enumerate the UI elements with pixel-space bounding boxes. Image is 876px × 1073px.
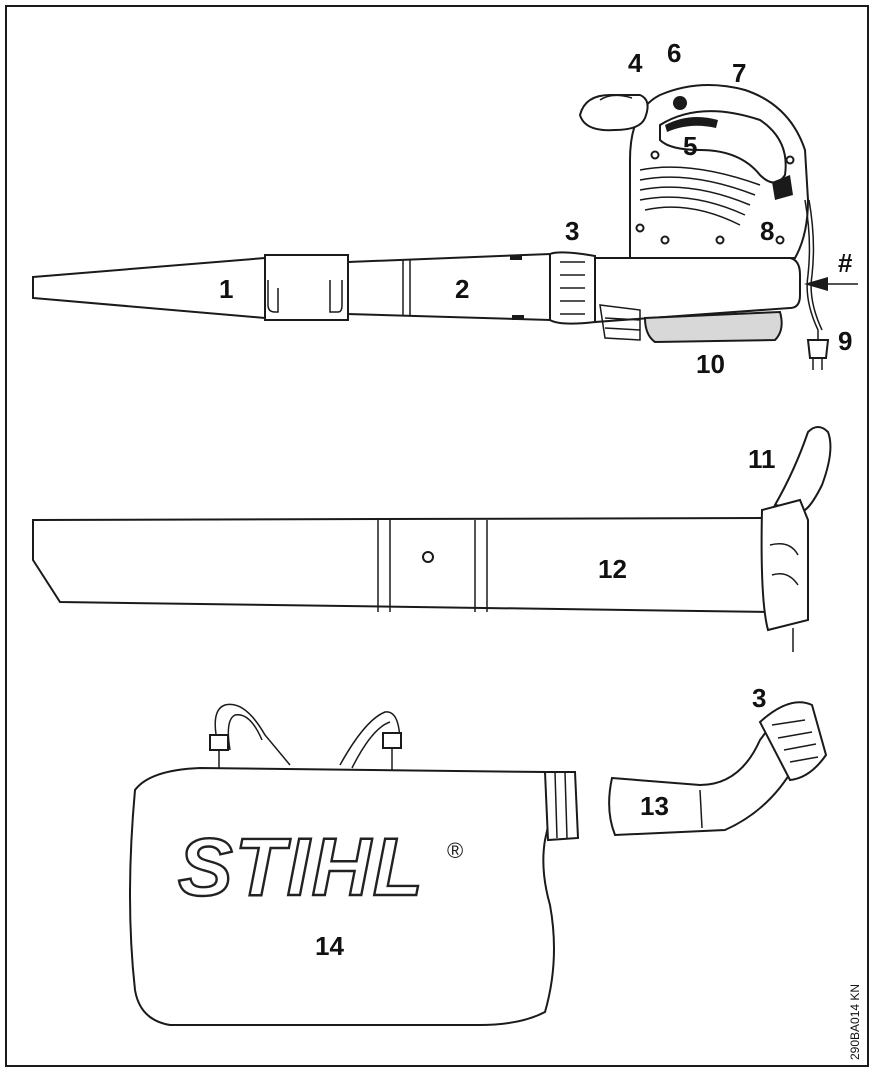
elbow-assembly (608, 701, 828, 837)
label-1: 1 (219, 274, 233, 304)
suction-tube (32, 516, 771, 614)
speed-switch (665, 116, 718, 132)
label-8: 8 (760, 216, 774, 246)
elbow (608, 718, 797, 837)
intake-cover (643, 310, 783, 344)
tube-clip (264, 254, 349, 321)
label-3: 3 (565, 216, 579, 246)
figure-frame (5, 5, 869, 1067)
suction-tube-assembly (32, 426, 832, 652)
label-hash: # (838, 248, 853, 278)
label-11: 11 (748, 444, 776, 474)
power-cable (804, 199, 819, 348)
figure-code: 290BA014 KN (848, 984, 862, 1060)
label-4: 4 (628, 48, 643, 78)
label-7: 7 (732, 58, 746, 88)
suction-handle (773, 426, 832, 512)
lock-button (673, 96, 687, 110)
motor-housing (594, 257, 801, 324)
plug (806, 339, 830, 359)
label-13: 13 (640, 791, 669, 821)
trigger (772, 175, 793, 200)
label-9: 9 (838, 326, 852, 356)
blower-assembly (32, 84, 858, 370)
label-2: 2 (455, 274, 469, 304)
registered-mark: ® (447, 838, 463, 863)
label-3-elbow: 3 (752, 683, 766, 713)
collection-bag (129, 703, 580, 1026)
label-12: 12 (598, 554, 627, 584)
label-6: 6 (667, 38, 681, 68)
label-10: 10 (696, 349, 725, 379)
label-14: 14 (315, 931, 344, 961)
blower-tube (347, 252, 551, 322)
stihl-logo: STIHL (178, 822, 425, 913)
label-5: 5 (683, 131, 697, 161)
